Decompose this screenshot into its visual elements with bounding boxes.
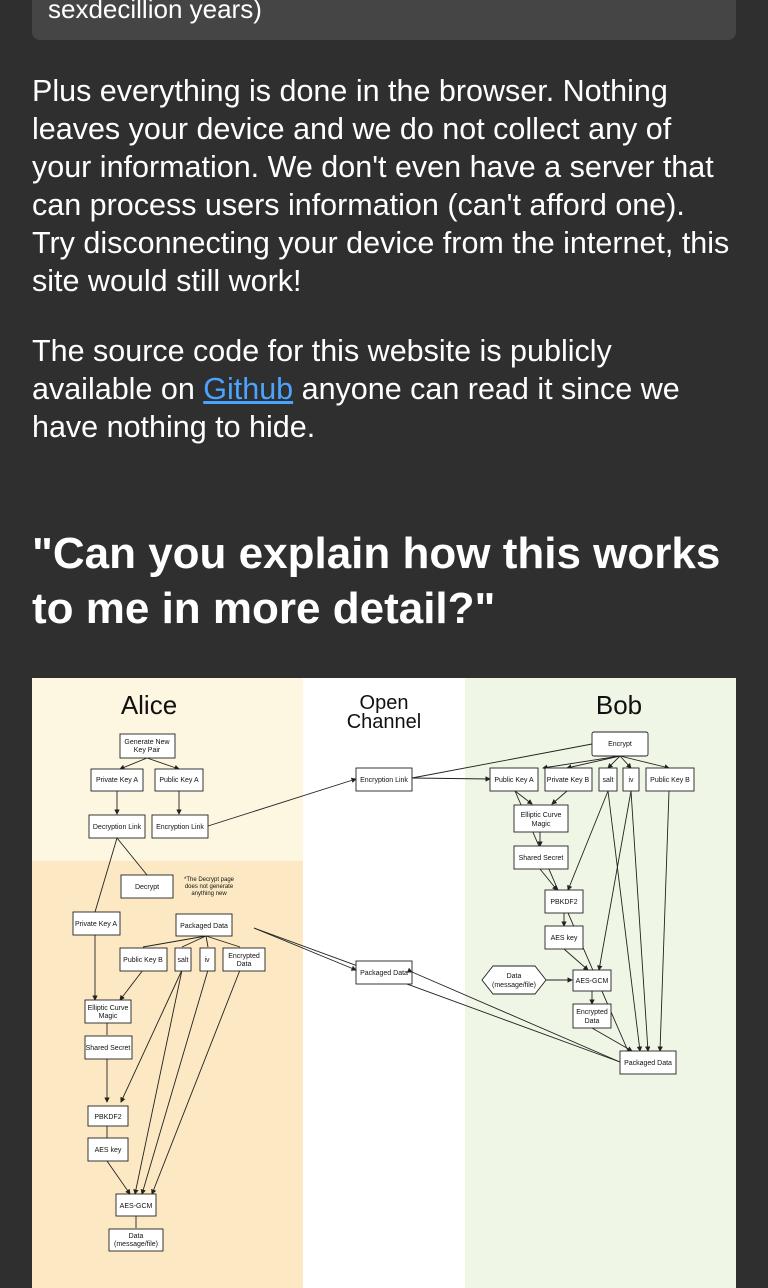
- bob-private-key-b-box: [544, 767, 593, 792]
- alice-packaged-data-box: [175, 913, 233, 937]
- bob-pbkdf2-label: PBKDF2: [550, 899, 577, 906]
- open-channel-flow: Encryption Link Packaged Data: [355, 767, 413, 985]
- alice-decryption-link-label: Decryption Link: [93, 824, 142, 831]
- diagram-connectors: [92, 743, 670, 1228]
- alice-iv-box: [199, 947, 216, 972]
- bob-private-key-b-label: Private Key B: [547, 777, 590, 784]
- bob-pbkdf2-box: [544, 889, 584, 914]
- open-packaged-data-label: Packaged Data: [360, 970, 408, 977]
- alice-public-key-b-label: Public Key B: [123, 957, 163, 964]
- open-encryption-link-box: [355, 767, 413, 792]
- bob-encrypt-box: [591, 731, 649, 757]
- source-code-paragraph: The source code for this website is publ…: [32, 332, 732, 446]
- alice-aes-gcm-label: AES-GCM: [120, 1203, 153, 1210]
- alice-pbkdf2-box: [87, 1105, 129, 1127]
- alice-encryption-link-label: Encryption Link: [156, 824, 204, 831]
- alice-ecm-label-line2: Magic: [99, 1013, 118, 1020]
- bob-title: Bob: [596, 690, 642, 720]
- bob-aes-gcm-box: [572, 969, 612, 992]
- alice-generate-label-line1: Generate New: [124, 739, 170, 746]
- alice-elliptic-curve-box: [84, 999, 132, 1024]
- alice-public-key-a-label: Public Key A: [159, 777, 199, 784]
- bob-data-label-line2: (message/file): [492, 982, 536, 989]
- alice-decrypt-box: [120, 874, 174, 899]
- bob-elliptic-curve-box: [513, 804, 569, 833]
- bob-salt-label: salt: [603, 777, 614, 784]
- bob-encrypted-label-line2: Data: [585, 1018, 600, 1025]
- bob-aes-gcm-label: AES-GCM: [576, 978, 609, 985]
- source-code-text-start: The source code for this website is publ…: [32, 334, 612, 406]
- alice-pbkdf2-label: PBKDF2: [94, 1114, 121, 1121]
- source-code-text-end: anyone can read it since we have nothing…: [32, 372, 680, 444]
- alice-private-key-a-label: Private Key A: [96, 777, 138, 784]
- alice-encrypted-data-box: [222, 947, 266, 972]
- bob-packaged-data-box: [619, 1050, 677, 1075]
- bob-public-key-a-label: Public Key A: [494, 777, 534, 784]
- alice-ecm-label-line1: Elliptic Curve: [88, 1005, 129, 1012]
- alice-shared-secret-label: Shared Secret: [86, 1045, 131, 1052]
- github-link[interactable]: Github: [203, 372, 294, 406]
- alice-encrypted-label-line2: Data: [237, 961, 252, 968]
- bob-flow: Encrypt Public Key A Private Key B salt …: [481, 731, 695, 1075]
- packaged-data-to-open-arrow: [253, 927, 357, 971]
- bob-encrypted-data-box: [572, 1003, 612, 1029]
- section-heading: "Can you explain how this works to me in…: [32, 529, 721, 633]
- bob-public-key-a-box: [489, 767, 539, 792]
- bob-shared-secret-box: [513, 845, 569, 870]
- alice-private-key-a-2-label: Private Key A: [75, 921, 117, 928]
- alice-note-line2: does not generate: [185, 884, 234, 890]
- alice-decrypt-label: Decrypt: [135, 884, 159, 891]
- bob-public-key-b-box: [645, 767, 695, 792]
- alice-aes-key-box: [87, 1137, 129, 1162]
- bob-aes-key-box: [544, 925, 584, 950]
- bob-shared-secret-label: Shared Secret: [519, 855, 564, 862]
- privacy-paragraph: Plus everything is done in the browser. …: [32, 74, 730, 298]
- bob-packaged-data-label: Packaged Data: [624, 1060, 672, 1067]
- alice-shared-secret-box: [84, 1035, 133, 1060]
- open-channel-title-line1: Open: [360, 692, 409, 714]
- alice-public-key-b-box: [119, 947, 168, 972]
- diagram-svg: Alice Open Channel Bob: [32, 678, 736, 1288]
- bob-data-input-shape: [481, 965, 547, 995]
- alice-generate-key-pair-box: [119, 733, 176, 759]
- alice-note-line1: *The Decrypt page: [184, 877, 235, 883]
- alice-data-label-line1: Data: [129, 1233, 144, 1240]
- bob-aes-key-label: AES key: [551, 935, 578, 942]
- bob-encrypt-label: Encrypt: [608, 741, 632, 748]
- alice-data-box: [108, 1228, 164, 1252]
- bob-encrypted-label-line1: Encrypted: [576, 1009, 608, 1016]
- alice-packaged-data-label: Packaged Data: [180, 923, 228, 930]
- bob-iv-label: iv: [628, 777, 634, 784]
- info-card: sexdecillion years): [32, 0, 736, 40]
- open-channel-title-line2: Channel: [347, 711, 422, 733]
- alice-title: Alice: [121, 690, 177, 720]
- alice-data-label-line2: (message/file): [114, 1241, 158, 1248]
- packaged-data-from-bob-line: [406, 967, 621, 1063]
- alice-note-line3: anything new: [191, 891, 227, 897]
- alice-iv-label: iv: [204, 957, 210, 964]
- bob-ecm-label-line2: Magic: [532, 821, 551, 828]
- alice-aes-gcm-box: [115, 1193, 157, 1217]
- encryption-flow-diagram: Alice Open Channel Bob: [32, 678, 736, 1288]
- bob-ecm-label-line1: Elliptic Curve: [521, 812, 562, 819]
- open-encryption-link-label: Encryption Link: [360, 777, 408, 784]
- alice-public-key-a-box: [154, 768, 204, 792]
- alice-private-key-a-2-box: [72, 911, 121, 936]
- alice-salt-box: [174, 947, 192, 972]
- alice-generate-label-line2: Key Pair: [134, 747, 161, 754]
- alice-decryption-link-box: [88, 814, 146, 839]
- alice-encryption-link-box: [151, 814, 209, 839]
- bob-salt-box: [598, 767, 618, 792]
- alice-flow: Generate New Key Pair Private Key A Publ…: [72, 733, 266, 1252]
- bob-iv-box: [622, 767, 640, 792]
- info-card-text: sexdecillion years): [48, 0, 262, 24]
- bob-data-label-line1: Data: [507, 973, 522, 980]
- alice-private-key-a-box: [90, 768, 144, 792]
- alice-salt-label: salt: [178, 957, 189, 964]
- alice-encrypted-label-line1: Encrypted: [228, 953, 260, 960]
- bob-public-key-b-label: Public Key B: [650, 777, 690, 784]
- alice-aes-key-label: AES key: [95, 1147, 122, 1154]
